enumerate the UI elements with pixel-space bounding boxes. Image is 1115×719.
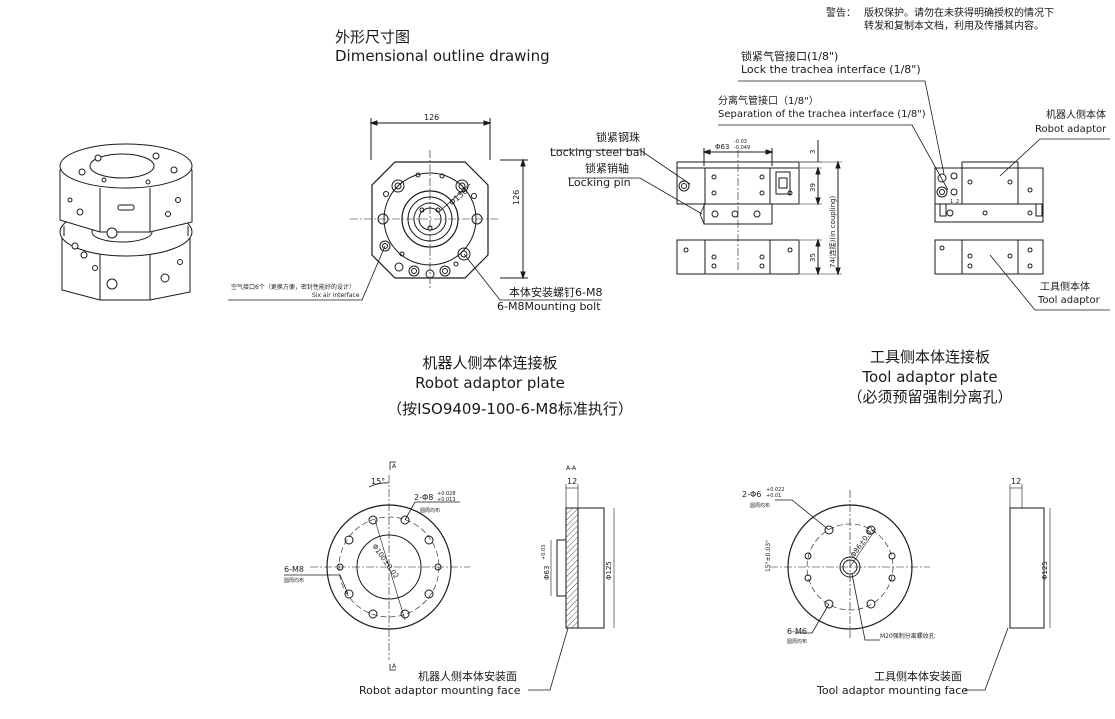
tool-pin-even: 圆周均布 xyxy=(750,502,770,509)
warning-line1: 版权保护。请勿在未获得明确授权的情况下 xyxy=(864,8,1054,19)
tool-plate-title-en: Tool adaptor plate xyxy=(862,368,998,386)
robot-pin-dim: 2-Φ8 xyxy=(414,493,433,502)
tool-thread: 6-M6 xyxy=(787,627,807,636)
sep-port-en: Separation of the trachea interface (1/8… xyxy=(718,109,926,120)
air-interface-cn: 空气接口6个（更换方便，密封性能好的设计） xyxy=(231,284,355,291)
tool-thread-even: 圆周均布 xyxy=(787,638,807,645)
robot-face-en: Robot adaptor mounting face xyxy=(359,684,521,697)
outline-width-dim: 126 xyxy=(424,113,439,122)
tool-plate-title-cn: 工具侧本体连接板 xyxy=(869,348,990,366)
robot-thread-even: 圆周均布 xyxy=(284,577,304,584)
side-view-right xyxy=(718,80,1110,311)
isometric-view xyxy=(59,143,193,301)
sep-port-cn: 分离气管接口（1/8"） xyxy=(718,96,819,107)
robot-plate-view xyxy=(284,461,615,691)
outline-height-dim: 126 xyxy=(512,190,521,205)
side-dia-dim: Φ63 xyxy=(715,143,729,151)
tool-plate-note: （必须预留强制分离孔） xyxy=(847,388,1013,406)
tool-adaptor-en: Tool adaptor xyxy=(1038,295,1100,306)
robot-angle: 15° xyxy=(371,477,385,486)
tool-face-cn: 工具侧本体安装面 xyxy=(874,670,962,683)
tool-release-hole: M20强制分离螺纹孔 xyxy=(880,632,935,640)
tool-pin-dim: 2-Φ6 xyxy=(742,490,761,499)
tool-thick: 12 xyxy=(1011,477,1021,486)
outline-diag-dim: Φ138 xyxy=(447,186,469,207)
bolt-label-en: 6-M8Mounting bolt xyxy=(497,300,601,313)
side-dia-tol-hi: -0.03 xyxy=(734,139,747,145)
port-num-2: 2 xyxy=(956,199,959,205)
warning-line2: 转发和复制本文档，利用及传播其内容。 xyxy=(864,21,1044,32)
pin-en: Locking pin xyxy=(568,176,631,189)
lock-port-en: Lock the trachea interface (1/8") xyxy=(741,63,921,76)
robot-dia63-tol: +0.03 xyxy=(541,545,547,560)
tool-pin-tol-lo: +0.01 xyxy=(766,493,781,499)
port-num-1: 1 xyxy=(950,199,953,205)
lock-port-cn: 锁紧气管接口(1/8") xyxy=(741,50,839,63)
robot-pin-tol-lo: +0.013 xyxy=(437,497,456,503)
tool-dia125: Φ125 xyxy=(1041,561,1049,580)
side-dim-35: 35 xyxy=(809,253,817,262)
side-dim-39: 39 xyxy=(809,183,817,192)
side-dim-3: 3 xyxy=(809,150,817,154)
robot-plate-note: （按ISO9409-100-6-M8标准执行） xyxy=(387,400,633,418)
robot-plate-title-cn: 机器人侧本体连接板 xyxy=(422,354,558,372)
tool-angle: 15°±0.03° xyxy=(765,540,772,572)
robot-mark-a-top: A xyxy=(392,463,397,470)
ball-en: Locking steel ball xyxy=(550,146,646,159)
top-view xyxy=(228,118,602,301)
ball-cn: 锁紧钢珠 xyxy=(596,131,640,144)
side-view xyxy=(550,140,842,276)
outline-title-en: Dimensional outline drawing xyxy=(335,47,550,65)
robot-dia125: Φ125 xyxy=(605,561,613,580)
bolt-label-cn: 本体安装螺钉6-M8 xyxy=(509,286,603,299)
warning-label: 警告： xyxy=(826,8,856,19)
robot-pcd: Φ100±0.02 xyxy=(370,543,400,581)
tool-pin-tol-hi: +0.022 xyxy=(766,487,785,493)
tool-plate-view xyxy=(770,484,1051,691)
robot-thread: 6-M8 xyxy=(284,565,304,574)
air-interface-en: Six air interface xyxy=(312,292,360,299)
robot-mark-a-bottom: A xyxy=(392,663,397,670)
tool-face-en: Tool adaptor mounting face xyxy=(817,684,969,697)
robot-pin-tol-hi: +0.028 xyxy=(437,491,456,497)
robot-thick: 12 xyxy=(567,477,577,486)
robot-section-label: A-A xyxy=(566,465,577,472)
pin-cn: 锁紧销轴 xyxy=(585,162,629,175)
tool-adaptor-cn: 工具侧本体 xyxy=(1040,282,1090,293)
robot-dia63: Φ63 xyxy=(543,566,551,580)
robot-adaptor-en: Robot adaptor xyxy=(1035,124,1107,135)
robot-plate-title-en: Robot adaptor plate xyxy=(415,374,565,392)
tool-pcd: Φ86±0.02 xyxy=(849,525,876,559)
robot-adaptor-cn: 机器人侧本体 xyxy=(1046,110,1106,121)
robot-face-cn: 机器人侧本体安装面 xyxy=(418,670,517,683)
outline-title-cn: 外形尺寸图 xyxy=(335,28,411,46)
robot-pin-even: 圆周均布 xyxy=(420,507,440,514)
side-dim-74: 74(连接)(in coupling) xyxy=(828,196,837,268)
side-dia-tol-lo: -0.049 xyxy=(734,145,750,151)
